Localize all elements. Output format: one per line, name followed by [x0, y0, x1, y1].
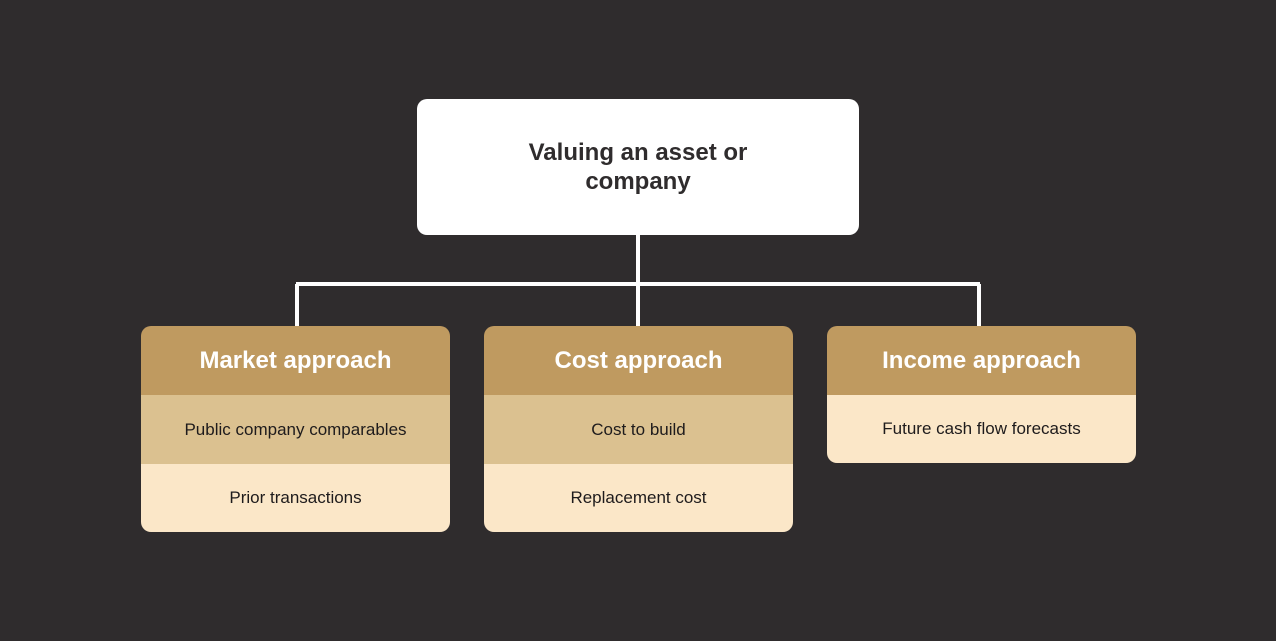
root-node: Valuing an asset or company	[417, 99, 859, 235]
income-item-cash-flow-forecasts: Future cash flow forecasts	[827, 395, 1136, 463]
income-approach-node: Income approach Future cash flow forecas…	[827, 326, 1136, 463]
market-approach-node: Market approach Public company comparabl…	[141, 326, 450, 532]
cost-item-cost-to-build: Cost to build	[484, 395, 793, 464]
cost-approach-title: Cost approach	[484, 326, 793, 395]
market-approach-title: Market approach	[141, 326, 450, 395]
cost-approach-node: Cost approach Cost to build Replacement …	[484, 326, 793, 532]
cost-item-replacement-cost: Replacement cost	[484, 464, 793, 532]
market-item-prior-transactions: Prior transactions	[141, 464, 450, 532]
root-node-title: Valuing an asset or company	[528, 139, 748, 195]
income-approach-title: Income approach	[827, 326, 1136, 395]
market-item-public-comparables: Public company comparables	[141, 395, 450, 464]
